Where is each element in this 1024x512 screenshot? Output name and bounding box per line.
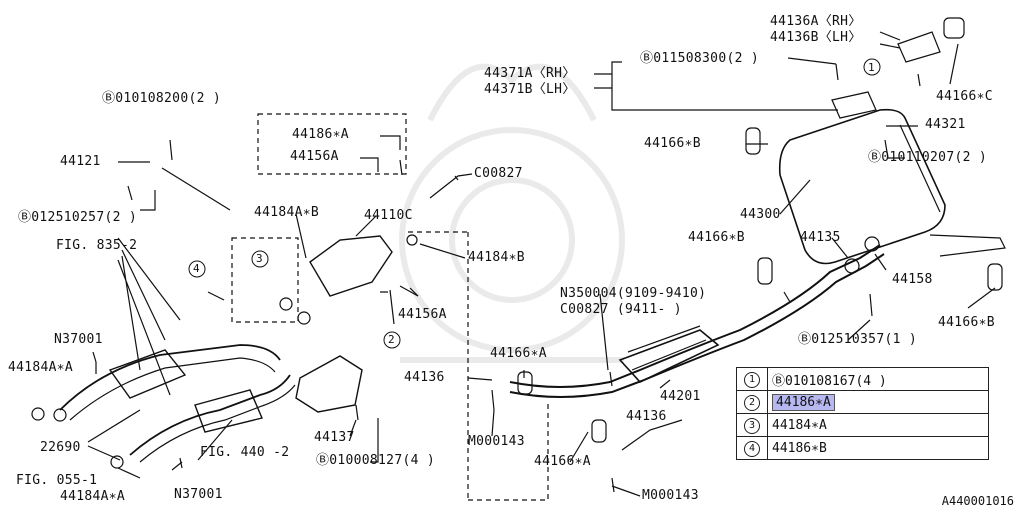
watermark bbox=[399, 63, 625, 363]
callout-3: 3 bbox=[256, 252, 263, 265]
callout-4: 4 bbox=[193, 262, 200, 275]
label-44184b: 44184∗B bbox=[468, 250, 525, 265]
label-44166a: 44166∗A bbox=[490, 346, 547, 361]
label-44321: 44321 bbox=[925, 117, 966, 132]
legend-value-highlighted[interactable]: 44186∗A bbox=[772, 393, 835, 411]
label-n37001-bottom: N37001 bbox=[174, 487, 223, 502]
callout-1: 1 bbox=[868, 61, 875, 74]
label-44135: 44135 bbox=[800, 230, 841, 245]
label-bolt-012510357: Ⓑ012510357(1 ) bbox=[798, 332, 917, 347]
label-fig-055-1: FIG. 055-1 bbox=[16, 473, 98, 488]
label-c00827-9411: C00827 (9411- ) bbox=[560, 302, 682, 317]
label-44136-bottom: 44136 bbox=[626, 409, 667, 424]
label-44156a-lower: 44156A bbox=[398, 307, 447, 322]
label-44166b-mid: 44166∗B bbox=[688, 230, 745, 245]
label-44137: 44137 bbox=[314, 430, 355, 445]
label-44166a-bottom: 44166∗A bbox=[534, 454, 591, 469]
legend-value: 44186∗B bbox=[767, 436, 989, 460]
parts-legend-table: 1 Ⓑ010108167(4 ) 2 44186∗A 3 44184∗A 4 4… bbox=[736, 367, 989, 460]
label-44158: 44158 bbox=[892, 272, 933, 287]
legend-row: 2 44186∗A bbox=[736, 390, 989, 414]
label-44156a: 44156A bbox=[290, 149, 339, 164]
label-bolt-010008127: Ⓑ010008127(4 ) bbox=[316, 453, 435, 468]
document-id: A440001016 bbox=[941, 494, 1014, 508]
label-fig-440-2: FIG. 440 -2 bbox=[200, 445, 290, 460]
label-44166b-top: 44166∗B bbox=[644, 136, 701, 151]
legend-number: 4 bbox=[744, 440, 760, 457]
legend-number: 1 bbox=[744, 371, 760, 388]
label-44121: 44121 bbox=[60, 154, 101, 169]
legend-number: 3 bbox=[744, 417, 760, 434]
label-c00827: C00827 bbox=[474, 166, 523, 181]
label-44166b-right: 44166∗B bbox=[938, 315, 995, 330]
label-44371b: 44371B〈LH〉 bbox=[484, 82, 576, 97]
label-44300: 44300 bbox=[740, 207, 781, 222]
label-bolt-012510257: Ⓑ012510257(2 ) bbox=[18, 210, 137, 225]
label-44201: 44201 bbox=[660, 389, 701, 404]
label-m000143-bottom: M000143 bbox=[642, 488, 699, 503]
label-44371a: 44371A〈RH〉 bbox=[484, 66, 576, 81]
label-bolt-010108200: Ⓑ010108200(2 ) bbox=[102, 91, 221, 106]
legend-value: 44184∗A bbox=[767, 413, 989, 437]
legend-row: 1 Ⓑ010108167(4 ) bbox=[736, 367, 989, 391]
label-44136b: 44136B〈LH〉 bbox=[770, 30, 862, 45]
label-n37001: N37001 bbox=[54, 332, 103, 347]
label-fig-835-2: FIG. 835-2 bbox=[56, 238, 138, 253]
label-44184aa-bottom: 44184A∗A bbox=[60, 489, 126, 504]
label-44166c: 44166∗C bbox=[936, 89, 993, 104]
label-44136a: 44136A〈RH〉 bbox=[770, 14, 862, 29]
label-44110c: 44110C bbox=[364, 208, 413, 223]
label-44136-left: 44136 bbox=[404, 370, 445, 385]
legend-value: Ⓑ010108167(4 ) bbox=[767, 367, 989, 391]
label-44184ab: 44184A∗B bbox=[254, 205, 320, 220]
legend-row: 4 44186∗B bbox=[736, 436, 989, 460]
label-44184aa: 44184A∗A bbox=[8, 360, 74, 375]
callout-2: 2 bbox=[388, 333, 395, 346]
label-22690: 22690 bbox=[40, 440, 81, 455]
label-bolt-011508300: Ⓑ011508300(2 ) bbox=[640, 51, 759, 66]
label-bolt-010110207: Ⓑ010110207(2 ) bbox=[868, 150, 987, 165]
label-m000143: M000143 bbox=[468, 434, 525, 449]
label-n350004: N350004(9109-9410) bbox=[560, 286, 707, 301]
legend-row: 3 44184∗A bbox=[736, 413, 989, 437]
label-44186a: 44186∗A bbox=[292, 127, 349, 142]
legend-number: 2 bbox=[744, 394, 760, 411]
